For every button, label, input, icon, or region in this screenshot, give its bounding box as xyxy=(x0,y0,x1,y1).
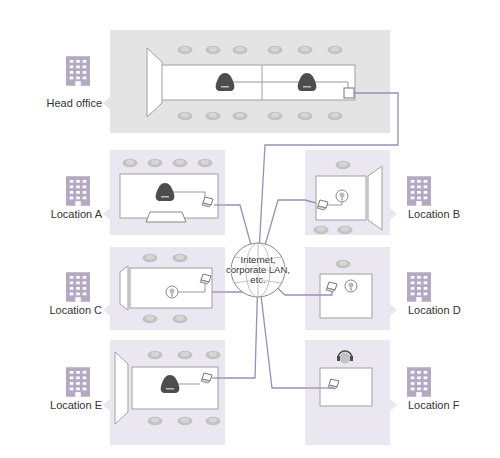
building-icons xyxy=(66,56,431,397)
location-panel: Location A xyxy=(110,150,225,235)
head-office-room xyxy=(147,46,390,120)
screen xyxy=(120,266,128,310)
panel-pointer xyxy=(390,304,397,316)
panel-pointer xyxy=(103,399,110,411)
device xyxy=(344,88,354,98)
microphone xyxy=(166,286,178,298)
laptop xyxy=(202,197,213,207)
location-panel: Location D xyxy=(305,247,390,330)
location-label: Location A xyxy=(51,208,102,221)
location-c-room xyxy=(120,254,225,323)
table xyxy=(320,368,372,406)
table xyxy=(130,268,212,308)
network-globe: Internet, corporate LAN, etc. xyxy=(221,255,295,285)
speakerphone xyxy=(156,183,175,201)
network-connector xyxy=(260,93,399,243)
room-panel xyxy=(110,30,390,133)
location-a-room xyxy=(120,159,225,222)
table xyxy=(160,65,355,100)
room-panel xyxy=(305,340,390,445)
location-label: Location D xyxy=(408,304,461,317)
panel-pointer xyxy=(390,399,397,411)
location-label: Location C xyxy=(49,304,102,317)
table xyxy=(320,274,372,318)
network-label: Internet, corporate LAN, etc. xyxy=(221,255,295,285)
location-f-room xyxy=(305,351,372,406)
panel-pointer xyxy=(390,208,397,220)
screen xyxy=(368,166,382,230)
location-panel: Location E xyxy=(110,340,225,445)
location-panel: Location C xyxy=(110,247,225,330)
laptop xyxy=(317,200,328,210)
network-connector xyxy=(225,205,251,244)
building-icon xyxy=(66,272,90,302)
cable xyxy=(225,82,348,90)
display xyxy=(146,212,186,222)
location-b-room xyxy=(305,161,382,234)
table xyxy=(120,174,218,218)
network-connector xyxy=(261,297,305,388)
building-icon xyxy=(66,176,90,206)
speakerphone xyxy=(161,375,180,393)
headset-person xyxy=(337,351,353,364)
network-connector xyxy=(265,200,305,244)
location-label: Location F xyxy=(408,399,459,412)
room-panel xyxy=(110,340,225,445)
room-panel xyxy=(110,150,225,235)
room-panel xyxy=(305,150,390,235)
room-panel xyxy=(305,247,390,330)
location-panel: Location B xyxy=(305,150,390,235)
table xyxy=(316,176,366,220)
building-icon xyxy=(407,176,431,206)
location-panel: Head office xyxy=(110,30,390,133)
building-icon xyxy=(407,272,431,302)
building-icon xyxy=(66,367,90,397)
laptop xyxy=(200,274,211,284)
laptop xyxy=(201,373,212,383)
location-label: Location E xyxy=(50,399,102,412)
microphone xyxy=(345,280,357,292)
panel-pointer xyxy=(103,208,110,220)
room-panels xyxy=(103,30,397,445)
speakerphone xyxy=(216,73,235,91)
table xyxy=(132,367,218,409)
room-panel xyxy=(110,247,225,330)
network-connector xyxy=(225,292,243,293)
location-panel: Location F xyxy=(305,340,390,445)
screen xyxy=(115,352,128,424)
building-icon xyxy=(66,56,90,86)
laptop xyxy=(326,282,337,292)
network-connector xyxy=(278,288,305,295)
location-e-room xyxy=(115,351,225,425)
microphone xyxy=(336,190,348,202)
panel-pointer xyxy=(103,97,110,109)
location-label: Location B xyxy=(408,208,460,221)
speakerphone xyxy=(298,73,317,91)
location-label: Head office xyxy=(47,97,102,110)
network-connector xyxy=(225,297,257,378)
building-icon xyxy=(407,367,431,397)
panel-pointer xyxy=(103,304,110,316)
location-d-room xyxy=(305,260,372,318)
screen xyxy=(147,48,162,117)
